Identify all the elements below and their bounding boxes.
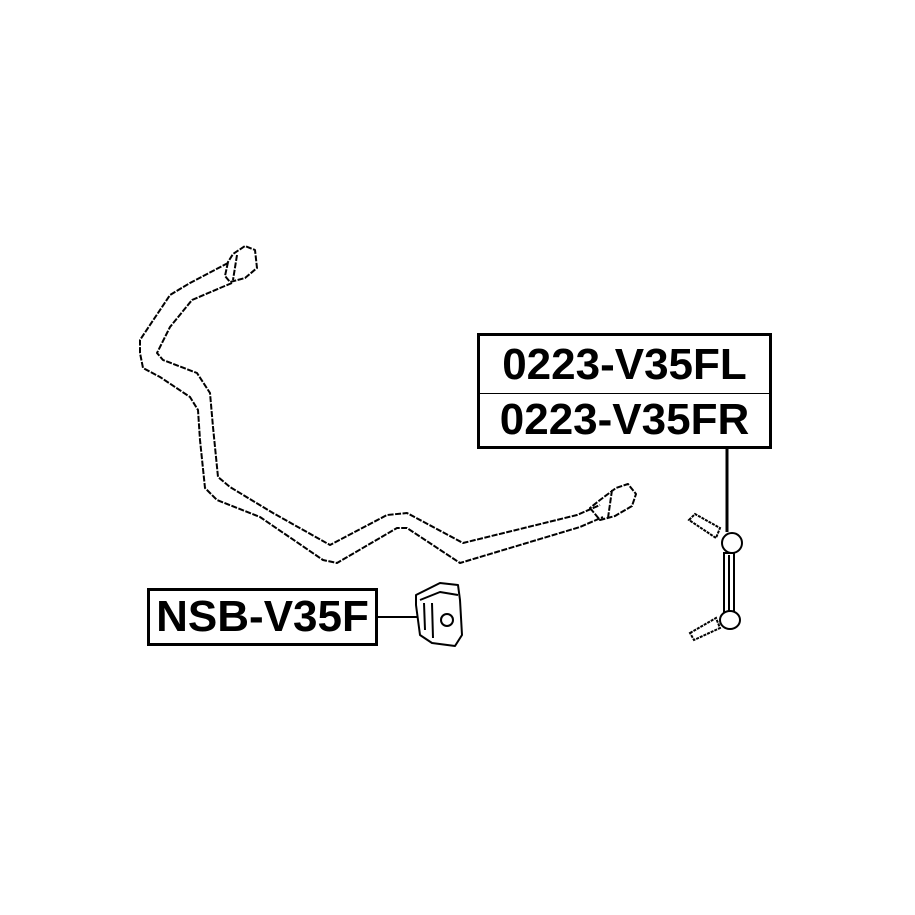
part-number-text: NSB-V35F (156, 592, 369, 641)
bar-end-bracket-bottom (589, 483, 637, 521)
part-label-0223-v35fl: 0223-V35FL (477, 333, 772, 395)
bar-end-bracket-top (224, 245, 258, 283)
part-label-nsb-v35f: NSB-V35F (147, 588, 378, 646)
part-number-text: 0223-V35FR (499, 395, 750, 444)
stabilizer-bar-outer-edge (139, 262, 604, 564)
part-number-text: 0223-V35FL (502, 340, 747, 389)
part-label-0223-v35fr: 0223-V35FR (477, 393, 772, 449)
stabilizer-bar-inner-edge (156, 282, 601, 546)
stabilizer-link (687, 512, 743, 642)
stabilizer-bushing (415, 582, 463, 647)
